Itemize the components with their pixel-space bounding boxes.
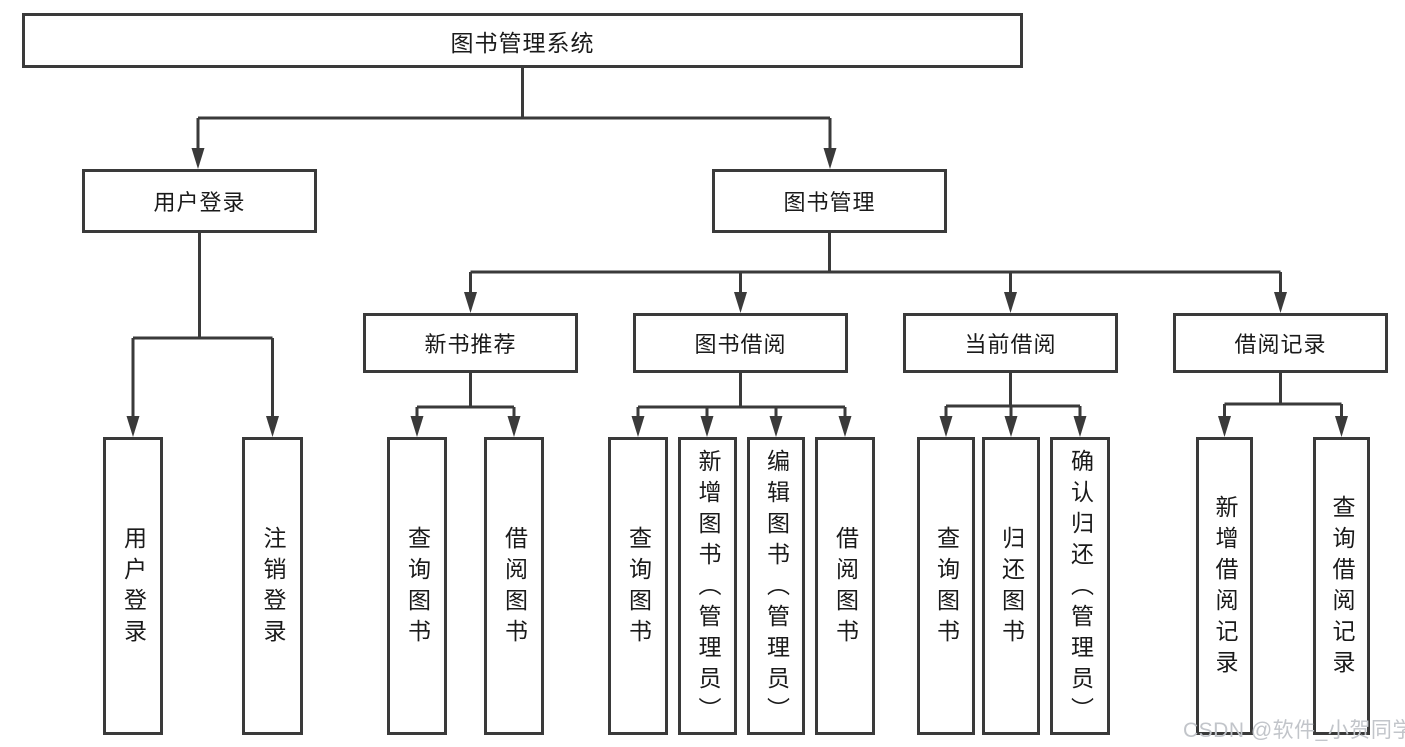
leaf-borrow-borrow-books: 借阅图书	[815, 437, 875, 735]
leaf-borrow-search-books: 查询图书	[608, 437, 668, 735]
node-current-borrowing: 当前借阅	[903, 313, 1118, 373]
node-user-login: 用户登录	[82, 169, 317, 233]
leaf-current-confirm-return-admin: 确认归还（管理员）	[1050, 437, 1110, 735]
leaf-current-return-books: 归还图书	[982, 437, 1040, 735]
node-book-management: 图书管理	[712, 169, 947, 233]
leaf-user-login: 用户登录	[103, 437, 163, 735]
node-borrowing-records: 借阅记录	[1173, 313, 1388, 373]
leaf-records-search-record: 查询借阅记录	[1313, 437, 1370, 735]
leaf-recommend-search-books: 查询图书	[387, 437, 447, 735]
node-book-borrowing: 图书借阅	[633, 313, 848, 373]
leaf-current-search-books: 查询图书	[917, 437, 975, 735]
leaf-recommend-borrow-books: 借阅图书	[484, 437, 544, 735]
node-library-management-system: 图书管理系统	[22, 13, 1023, 68]
csdn-watermark: CSDN @软件_小贺同学	[1183, 719, 1405, 742]
node-new-book-recommend: 新书推荐	[363, 313, 578, 373]
leaf-logout: 注销登录	[242, 437, 303, 735]
leaf-borrow-add-books-admin: 新增图书（管理员）	[678, 437, 737, 735]
leaf-borrow-edit-books-admin: 编辑图书（管理员）	[747, 437, 805, 735]
leaf-records-add-record: 新增借阅记录	[1196, 437, 1253, 735]
